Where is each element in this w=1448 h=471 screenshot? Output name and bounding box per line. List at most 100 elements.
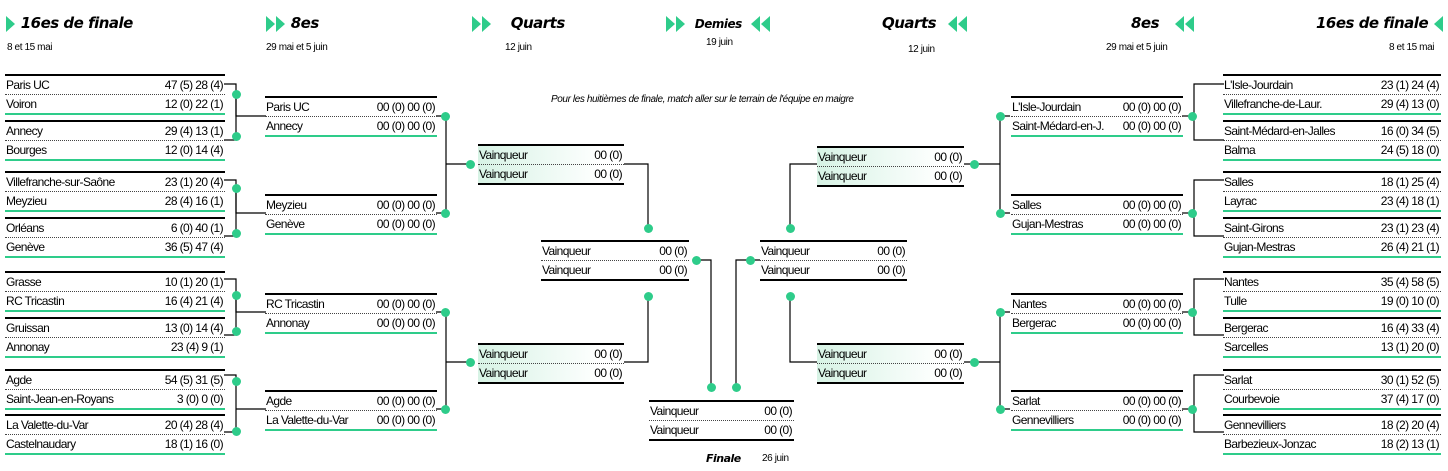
connector-dot — [732, 383, 741, 392]
triangle-right-icon — [482, 15, 491, 32]
team-name: Tulle — [1224, 294, 1247, 308]
team-row: Saint-Médard-en-J.00 (0) 00 (0) — [1011, 117, 1183, 137]
team-score: 10 (1) 20 (1) — [164, 275, 224, 289]
team-name: Vainqueur — [818, 169, 867, 183]
triangle-left-icon — [957, 15, 967, 32]
team-score: 35 (4) 58 (5) — [1380, 275, 1440, 289]
team-score: 18 (2) 13 (1) — [1380, 437, 1440, 451]
team-name: Bergerac — [1012, 316, 1057, 330]
connector-dot — [232, 132, 241, 141]
team-score: 00 (0) — [877, 263, 905, 277]
connector-dot — [644, 292, 653, 301]
header-finale-label: Finale — [706, 452, 741, 465]
connector-dot — [996, 112, 1005, 121]
team-score: 13 (1) 20 (0) — [1380, 340, 1440, 354]
team-row: Sarlat 30 (1) 52 (5) — [1223, 369, 1441, 390]
team-score: 19 (0) 10 (0) — [1380, 294, 1440, 308]
team-name: Vainqueur — [761, 263, 810, 277]
team-row: Tulle 19 (0) 10 (0) — [1223, 292, 1441, 312]
connector-dot — [466, 160, 475, 169]
team-name: RC Tricastin — [266, 297, 325, 311]
team-name: Sarlat — [1224, 373, 1252, 387]
team-name: Gujan-Mestras — [1012, 217, 1084, 231]
team-name: Bourges — [6, 143, 47, 157]
team-score: 00 (0) — [764, 404, 792, 418]
team-name: Vainqueur — [761, 244, 810, 258]
team-row: Vainqueur 00 (0) — [760, 261, 907, 281]
team-name: Gruissan — [6, 321, 50, 335]
team-name: Saint-Girons — [1224, 221, 1284, 235]
team-score: 00 (0) 00 (0) — [376, 316, 436, 330]
team-score: 00 (0) — [594, 347, 622, 361]
header-r16-right-label: 16es de finale — [1316, 14, 1429, 32]
note: Pour les huitièmes de finale, match alle… — [551, 94, 854, 105]
team-name: Barbezieux-Jonzac — [1224, 437, 1316, 451]
triangle-right-icon — [666, 15, 675, 32]
triangle-right-icon — [6, 15, 15, 32]
team-score: 00 (0) — [934, 366, 962, 380]
header-r16-left: 16es de finale — [6, 14, 133, 32]
team-name: Saint-Médard-en-J. — [1012, 119, 1105, 133]
team-name: Meyzieu — [266, 198, 307, 212]
team-score: 24 (5) 18 (0) — [1380, 143, 1440, 157]
team-name: RC Tricastin — [6, 294, 65, 308]
team-score: 00 (0) 00 (0) — [376, 413, 436, 427]
match-sf-right: Vainqueur 00 (0) Vainqueur 00 (0) — [760, 240, 907, 281]
header-quarts-right: Quarts — [882, 14, 967, 32]
team-row: Gruissan 13 (0) 14 (4) — [5, 317, 225, 338]
connector-dot — [1188, 308, 1197, 317]
team-score: 12 (0) 14 (4) — [164, 143, 224, 157]
connector-dot — [441, 112, 450, 121]
team-name: Salles — [1224, 175, 1254, 189]
triangle-left-icon — [1174, 15, 1184, 32]
connector-dot — [1188, 209, 1197, 218]
team-score: 00 (0) 00 (0) — [376, 100, 436, 114]
team-name: Saint-Médard-en-Jalles — [1224, 124, 1335, 138]
connector-dot — [232, 229, 241, 238]
team-name: Sarcelles — [1224, 340, 1269, 354]
header-r8-right-label: 8es — [1131, 14, 1160, 32]
team-score: 18 (1) 25 (4) — [1380, 175, 1440, 189]
team-name: Meyzieu — [6, 194, 47, 208]
team-score: 13 (0) 14 (4) — [164, 321, 224, 335]
team-name: Paris UC — [266, 100, 310, 114]
team-score: 28 (4) 16 (1) — [164, 194, 224, 208]
team-score: 00 (0) 00 (0) — [376, 217, 436, 231]
connector-dot — [441, 209, 450, 218]
team-score: 23 (1) 24 (4) — [1380, 78, 1440, 92]
dates-quarts-left: 12 juin — [505, 42, 532, 53]
team-score: 30 (1) 52 (5) — [1380, 373, 1440, 387]
team-name: Grasse — [6, 275, 42, 289]
team-score: 00 (0) — [934, 150, 962, 164]
team-score: 36 (5) 47 (4) — [164, 240, 224, 254]
dates-finale: 26 juin — [762, 453, 789, 464]
team-score: 00 (0) — [934, 347, 962, 361]
header-demies-label: Demies — [694, 17, 743, 31]
team-name: Vainqueur — [479, 148, 528, 162]
